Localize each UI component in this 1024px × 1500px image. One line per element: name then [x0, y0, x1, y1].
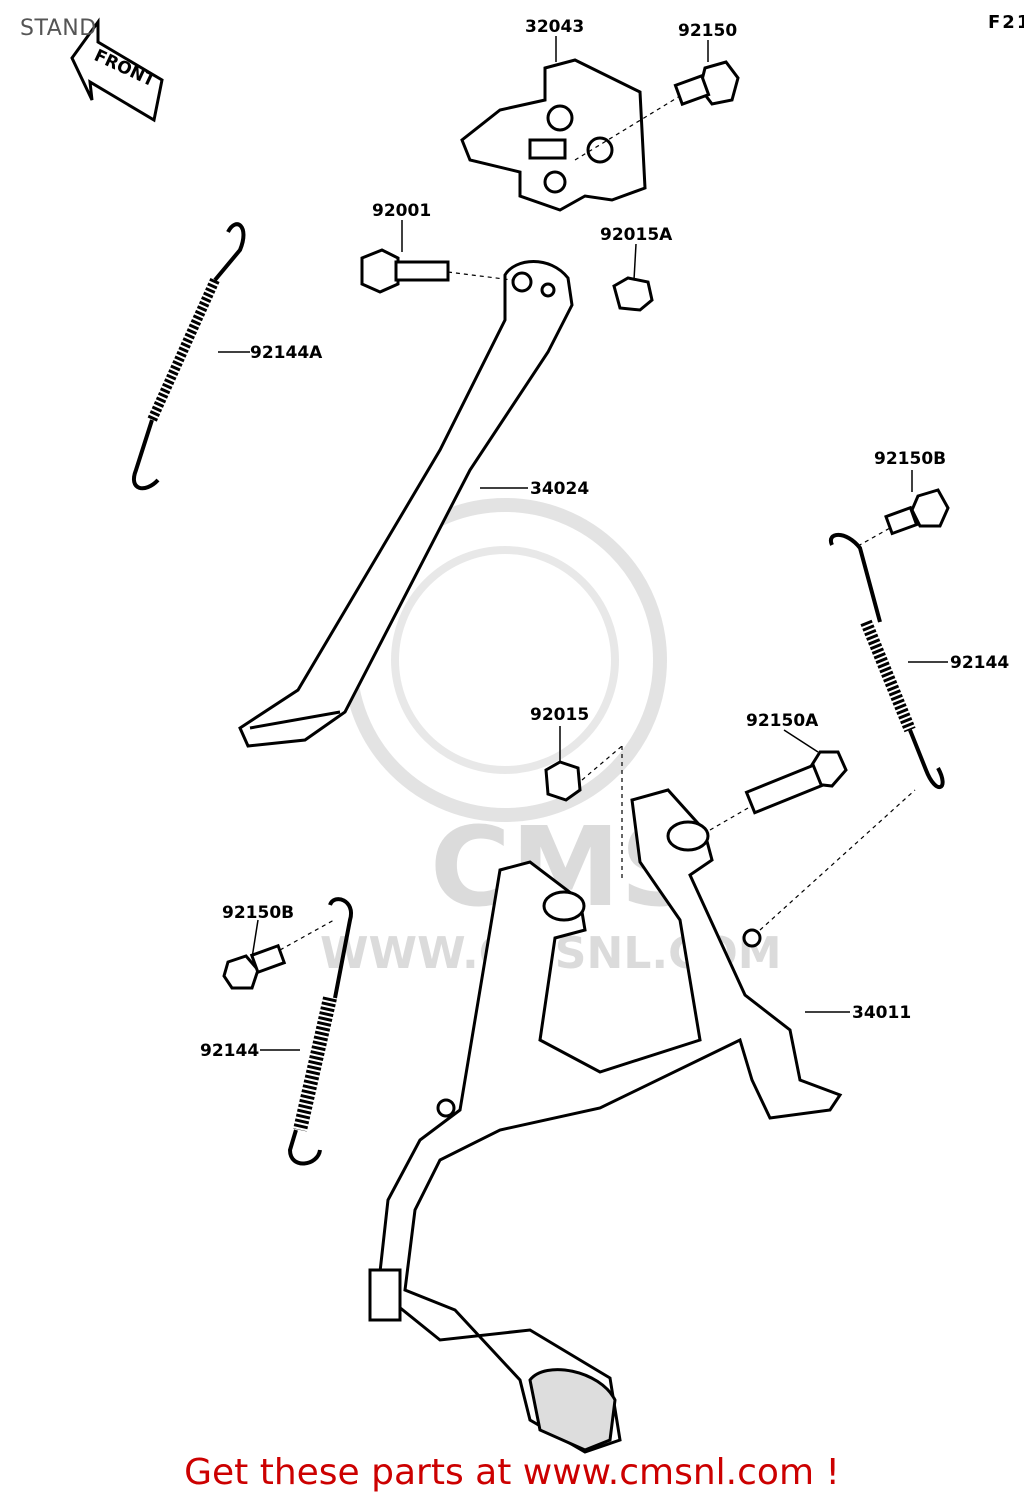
part-92015-nut: [544, 760, 582, 802]
label-92015: 92015: [530, 705, 589, 725]
part-34011-main-stand: [368, 788, 843, 1454]
label-92150B-left: 92150B: [222, 903, 294, 923]
label-92144-right: 92144: [950, 653, 1009, 673]
part-92001-bolt: [360, 248, 450, 294]
label-32043: 32043: [525, 17, 584, 37]
part-92144-right-spring: [828, 532, 945, 790]
figure-reference: F21: [988, 12, 1024, 33]
label-92150: 92150: [678, 21, 737, 41]
label-92144-left: 92144: [200, 1041, 259, 1061]
part-92150A-bolt: [744, 750, 848, 815]
label-92001: 92001: [372, 201, 431, 221]
label-92150B-right: 92150B: [874, 449, 946, 469]
part-32043-bracket: [460, 58, 647, 212]
leader-lines: [218, 36, 948, 1051]
page-title: STAND: [20, 16, 97, 41]
part-92144A-spring: [132, 222, 246, 491]
label-34024: 34024: [530, 479, 589, 499]
label-34011: 34011: [852, 1003, 911, 1023]
label-92015A: 92015A: [600, 225, 673, 245]
part-92015A-nut: [612, 276, 654, 312]
assembly-guide-lines: [279, 95, 916, 951]
part-92150B-right-bolt: [884, 488, 950, 536]
label-92150A: 92150A: [746, 711, 819, 731]
label-92144A: 92144A: [250, 343, 323, 363]
part-34024-side-stand: [238, 260, 574, 748]
footer-cta-link[interactable]: Get these parts at www.cmsnl.com !: [184, 1452, 840, 1493]
part-92150B-left-bolt: [222, 943, 287, 990]
part-92144-left-spring: [287, 897, 354, 1166]
part-92150-bolt: [673, 60, 740, 107]
